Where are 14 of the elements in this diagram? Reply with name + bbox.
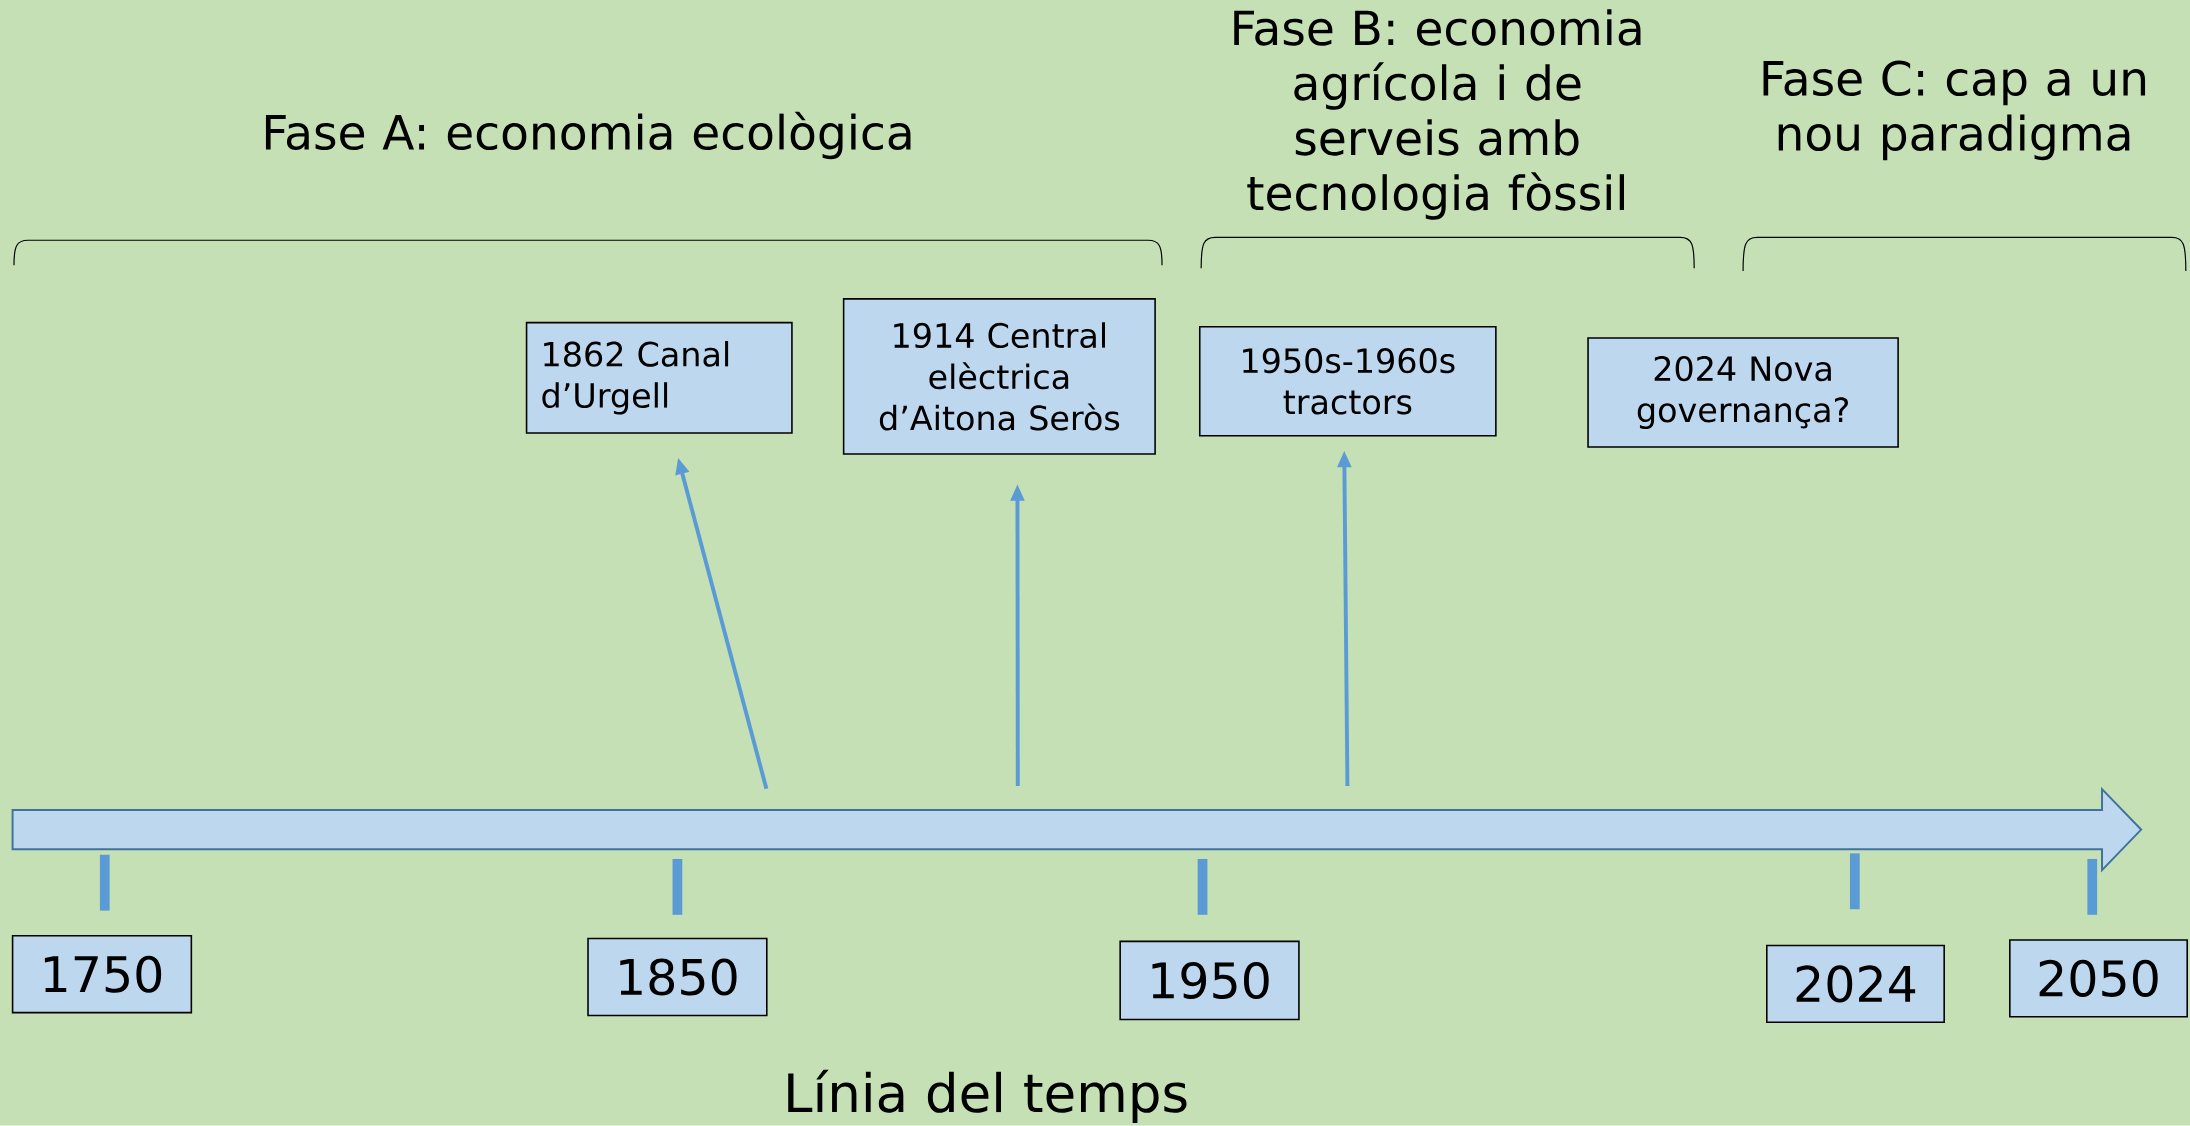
event-box: 1862 Canal d’Urgell <box>525 321 793 434</box>
title: Línia del temps <box>788 1069 1187 1124</box>
event-box: 2024 Nova governança? <box>1587 337 1899 448</box>
timeline-arrow <box>11 786 2143 873</box>
year-box: 1950 <box>1119 940 1300 1021</box>
year-box: 2050 <box>2009 939 2188 1018</box>
year-box: 2024 <box>1766 944 1945 1024</box>
phase-heading: Fase C: cap a un nou paradigma <box>1763 60 2146 161</box>
phase-heading: Fase B: economia agrícola i de serveis amb tecnologia fòssil <box>1234 9 1641 220</box>
year-box: 1850 <box>587 937 768 1017</box>
event-box: 1950s-1960s tractors <box>1198 326 1497 437</box>
event-box: 1914 Central elèctrica d’Aitona Seròs <box>842 298 1156 455</box>
phase-heading: Fase A: economia ecològica <box>265 111 911 160</box>
year-box: 1750 <box>11 935 193 1014</box>
